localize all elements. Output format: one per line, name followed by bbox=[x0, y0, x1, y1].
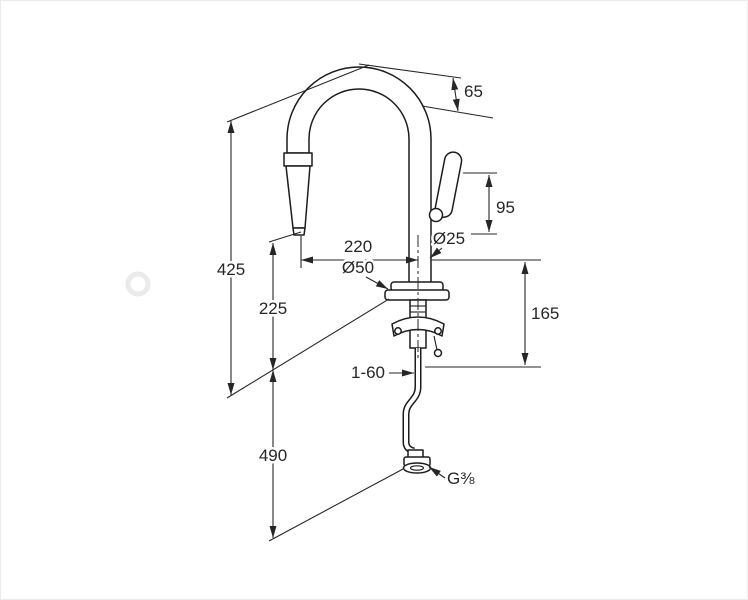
dim-spout-diameter-label: Ø25 bbox=[433, 229, 465, 248]
dim-thread-size-label: G⅜ bbox=[447, 469, 475, 488]
lever-pivot bbox=[428, 207, 444, 223]
clamp-screw-head bbox=[433, 348, 443, 358]
extension-line bbox=[226, 64, 370, 123]
spray-head-collar bbox=[283, 152, 313, 167]
dimension-annotations: 65 95 220 Ø25 Ø50 bbox=[214, 63, 562, 542]
dim-deck-thickness: 1-60 bbox=[348, 361, 414, 385]
extension-line bbox=[268, 231, 302, 243]
dim-spout-reach-label: 220 bbox=[344, 237, 372, 256]
dim-deck-thickness-label: 1-60 bbox=[351, 363, 385, 382]
dim-spout-top-offset-label: 65 bbox=[464, 82, 483, 101]
base-escutcheon-bottom bbox=[384, 289, 450, 301]
extension-line bbox=[358, 63, 462, 79]
dimension-line bbox=[451, 77, 460, 112]
dim-spout-top-offset: 65 bbox=[358, 63, 494, 119]
dim-base-diameter: Ø50 bbox=[339, 256, 389, 290]
watermark bbox=[125, 271, 151, 297]
clamp-bolt-left bbox=[394, 327, 402, 335]
dim-total-height-label: 425 bbox=[217, 260, 245, 279]
dim-spout-diameter: Ø25 bbox=[429, 227, 468, 259]
dim-spout-reach: 220 bbox=[300, 235, 418, 268]
dim-hose-length: 490 bbox=[256, 370, 404, 542]
extension-line bbox=[421, 105, 494, 119]
dim-spray-head-length: 95 bbox=[463, 172, 517, 235]
leader-line bbox=[365, 276, 389, 290]
hose-connector-base bbox=[402, 462, 432, 474]
dim-total-height: 425 bbox=[214, 64, 390, 399]
dim-right-height-label: 165 bbox=[531, 304, 559, 323]
dim-outlet-height-label: 225 bbox=[259, 299, 287, 318]
leader-line bbox=[428, 466, 446, 479]
extension-line bbox=[268, 468, 404, 542]
clamp-bolt-right bbox=[434, 327, 442, 335]
dim-right-height: 165 bbox=[425, 259, 562, 368]
spray-head-body bbox=[285, 165, 311, 229]
clamp-screw-shaft bbox=[433, 335, 438, 351]
leader-line bbox=[429, 247, 443, 259]
dim-thread-size: G⅜ bbox=[428, 466, 478, 491]
dim-outlet-height: 225 bbox=[256, 231, 302, 370]
hose-connector-opening bbox=[409, 465, 425, 471]
deck-extension-line bbox=[226, 298, 390, 399]
dim-hose-length-label: 490 bbox=[259, 446, 287, 465]
dim-base-diameter-label: Ø50 bbox=[342, 258, 374, 277]
dim-spray-head-length-label: 95 bbox=[496, 198, 515, 217]
